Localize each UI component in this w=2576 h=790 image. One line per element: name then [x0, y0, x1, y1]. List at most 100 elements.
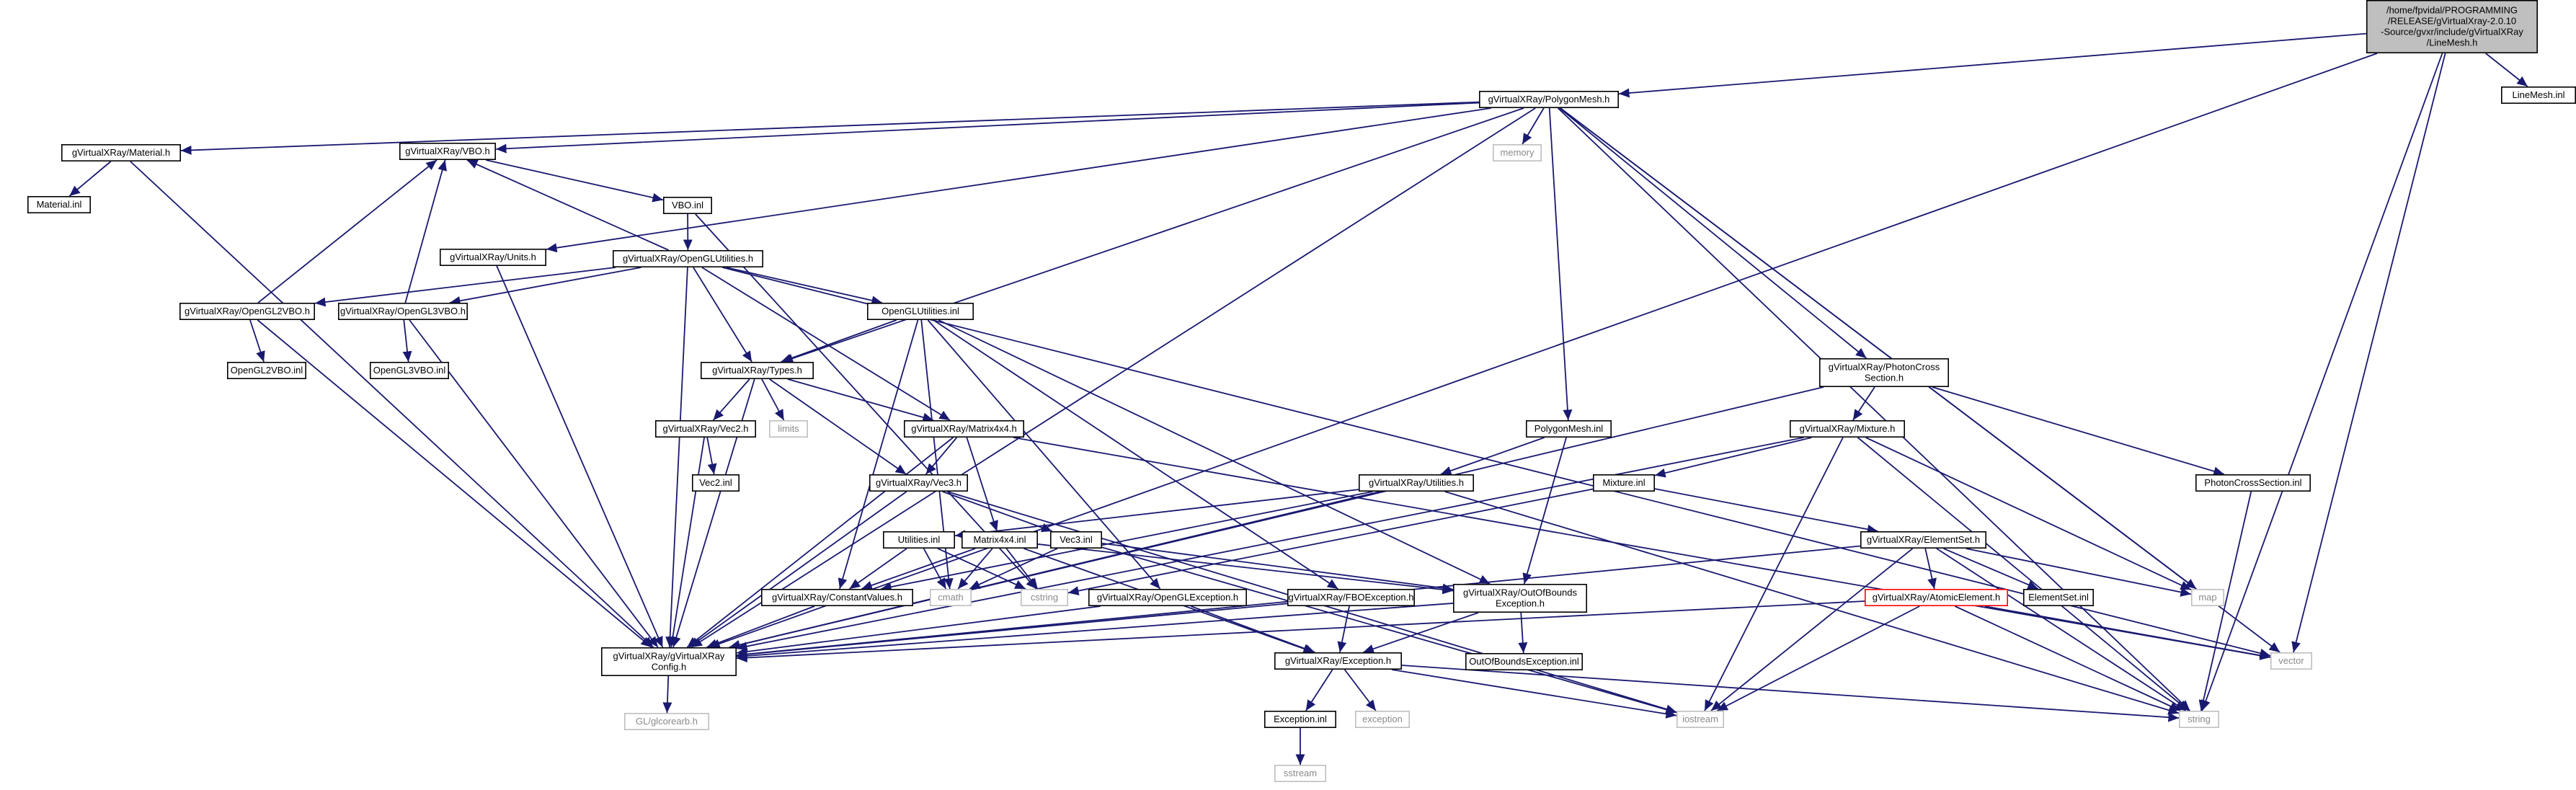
edge-oglutil_h-to-ogl3vbo_h [449, 267, 641, 306]
edge-ogl2vbo_h-to-vbo_h [257, 159, 438, 303]
node-label: PolygonMesh.inl [1535, 423, 1603, 434]
edge-mixture_h-to-config_h [736, 437, 1804, 651]
edge-oglexc_h-to-config_h [736, 605, 1101, 657]
node-elemset_h[interactable]: gVirtualXRay/ElementSet.h [1860, 531, 1987, 549]
node-ogl3vbo_inl[interactable]: OpenGL3VBO.inl [369, 361, 449, 379]
edge-mat4_inl-to-cstring [1005, 548, 1039, 590]
node-label: gVirtualXRay/PolygonMesh.h [1488, 94, 1610, 105]
node-polygonmesh_h[interactable]: gVirtualXRay/PolygonMesh.h [1479, 91, 1620, 109]
edge-utilities_h-to-util_inl [954, 489, 1359, 540]
node-label: ElementSet.inl [2028, 592, 2089, 603]
node-label: string [2188, 714, 2211, 724]
node-label: Exception.h [1496, 598, 1545, 609]
node-label: gVirtualXRay/VBO.h [405, 146, 490, 156]
node-label: Mixture.inl [1602, 477, 1645, 488]
nodes-layer: /home/fpvidal/PROGRAMMING/RELEASE/gVirtu… [27, 0, 2576, 783]
node-box [1287, 588, 1416, 606]
node-box [226, 361, 306, 379]
node-vec3_h[interactable]: gVirtualXRay/Vec3.h [869, 474, 969, 492]
node-vbo_h[interactable]: gVirtualXRay/VBO.h [399, 143, 496, 161]
node-box [869, 474, 969, 492]
edge-oglutil_h-to-vbo_h [466, 159, 670, 251]
node-box [1355, 710, 1411, 728]
node-label: map [2198, 592, 2216, 603]
node-box [769, 420, 809, 438]
node-label: gVirtualXRay/Exception.h [1285, 655, 1391, 666]
node-box [1021, 588, 1069, 606]
node-types_h[interactable]: gVirtualXRay/Types.h [700, 361, 814, 379]
edge-root-to-string [2201, 53, 2443, 711]
node-ogl3vbo_h[interactable]: gVirtualXRay/OpenGL3VBO.h [337, 302, 468, 320]
edge-utilities_h-to-string [1444, 491, 2180, 715]
node-exception_h[interactable]: gVirtualXRay/Exception.h [1274, 652, 1403, 670]
node-fboexc_h[interactable]: gVirtualXRay/FBOException.h [1287, 588, 1416, 606]
node-box [612, 249, 763, 267]
edge-mat4_inl-to-oob_h [1037, 543, 1454, 595]
node-cstring: cstring [1021, 588, 1069, 606]
node-polymesh_inl[interactable]: PolygonMesh.inl [1526, 420, 1612, 438]
edge-atomic_h-to-string [1955, 605, 2181, 711]
node-photon_inl[interactable]: PhotonCrossSection.inl [2195, 474, 2311, 492]
node-linemesh_inl[interactable]: LineMesh.inl [2501, 86, 2576, 105]
node-box [2501, 86, 2576, 105]
node-box [1593, 474, 1656, 492]
node-vec2_h[interactable]: gVirtualXRay/Vec2.h [654, 420, 756, 438]
node-label: gVirtualXRay/OpenGLUtilities.h [623, 253, 753, 264]
node-vec2_inl[interactable]: Vec2.inl [691, 474, 740, 492]
node-units_h[interactable]: gVirtualXRay/Units.h [439, 248, 546, 266]
node-mat4_inl[interactable]: Matrix4x4.inl [961, 531, 1039, 549]
edge-mixture_inl-to-elemset_h [1654, 488, 1878, 534]
node-atomic_h[interactable]: gVirtualXRay/AtomicElement.h [1865, 588, 2009, 606]
node-mat4_h[interactable]: gVirtualXRay/Matrix4x4.h [904, 420, 1025, 438]
edge-mixture_h-to-map [1865, 437, 2192, 591]
node-box [1088, 588, 1248, 606]
edge-mat4_inl-to-constvals_h [861, 548, 976, 590]
edge-mixture_h-to-string [1857, 437, 2190, 711]
edge-vec3_inl-to-oob_h [1101, 542, 1454, 593]
node-label: OpenGL2VBO.inl [231, 365, 303, 376]
node-vbo_inl[interactable]: VBO.inl [662, 196, 712, 214]
edge-vec3_h-to-vec3_inl [942, 491, 1053, 533]
node-vec3_inl[interactable]: Vec3.inl [1050, 531, 1103, 549]
edge-types_h-to-vec3_h [769, 378, 907, 475]
node-box [337, 302, 468, 320]
node-elemset_inl[interactable]: ElementSet.inl [2023, 588, 2095, 606]
node-box [2023, 588, 2095, 606]
node-iostream: iostream [1676, 710, 1725, 728]
node-oglexc_h[interactable]: gVirtualXRay/OpenGLException.h [1088, 588, 1248, 606]
node-mixture_h[interactable]: gVirtualXRay/Mixture.h [1790, 420, 1906, 438]
node-photon_h[interactable]: gVirtualXRay/PhotonCrossSection.h [1819, 358, 1950, 387]
node-constvals_h[interactable]: gVirtualXRay/ConstantValues.h [761, 588, 914, 606]
node-util_inl[interactable]: Utilities.inl [883, 531, 956, 549]
node-oob_inl[interactable]: OutOfBoundsException.inl [1465, 652, 1584, 670]
node-utilities_h[interactable]: gVirtualXRay/Utilities.h [1359, 474, 1475, 492]
node-root[interactable]: /home/fpvidal/PROGRAMMING/RELEASE/gVirtu… [2366, 0, 2539, 54]
edge-exception_h-to-iostream [1391, 669, 1677, 719]
node-exception_inl[interactable]: Exception.inl [1264, 710, 1337, 728]
node-ogl2vbo_inl[interactable]: OpenGL2VBO.inl [226, 361, 306, 379]
edge-root-to-linemesh_inl [2485, 53, 2528, 87]
edge-polygonmesh_h-to-memory [1522, 107, 1545, 145]
node-label: gVirtualXRay/Vec2.h [663, 423, 749, 434]
node-oglutil_h[interactable]: gVirtualXRay/OpenGLUtilities.h [612, 249, 763, 267]
edge-units_h-to-config_h [496, 265, 664, 648]
node-oob_h[interactable]: gVirtualXRay/OutOfBoundsException.h [1453, 583, 1588, 613]
node-box [179, 302, 315, 320]
edge-oglutil_inl-to-oob_h [938, 319, 1491, 585]
node-oglutil_inl[interactable]: OpenGLUtilities.inl [867, 302, 974, 320]
edge-ogl2vbo_h-to-ogl2vbo_inl [249, 319, 265, 363]
node-material_inl[interactable]: Material.inl [27, 195, 92, 213]
node-ogl2vbo_h[interactable]: gVirtualXRay/OpenGL2VBO.h [179, 302, 315, 320]
node-label: memory [1501, 147, 1535, 158]
node-material_h[interactable]: gVirtualXRay/Material.h [61, 144, 181, 162]
node-label: gVirtualXRay/PhotonCross [1829, 362, 1940, 373]
node-box [1479, 91, 1620, 109]
edge-photon_h-to-config_h [729, 386, 1824, 649]
node-mixture_inl[interactable]: Mixture.inl [1593, 474, 1656, 492]
node-box [1453, 583, 1588, 613]
node-map: map [2191, 588, 2225, 606]
node-box [2179, 710, 2220, 728]
edge-root-to-vector [2291, 53, 2446, 653]
